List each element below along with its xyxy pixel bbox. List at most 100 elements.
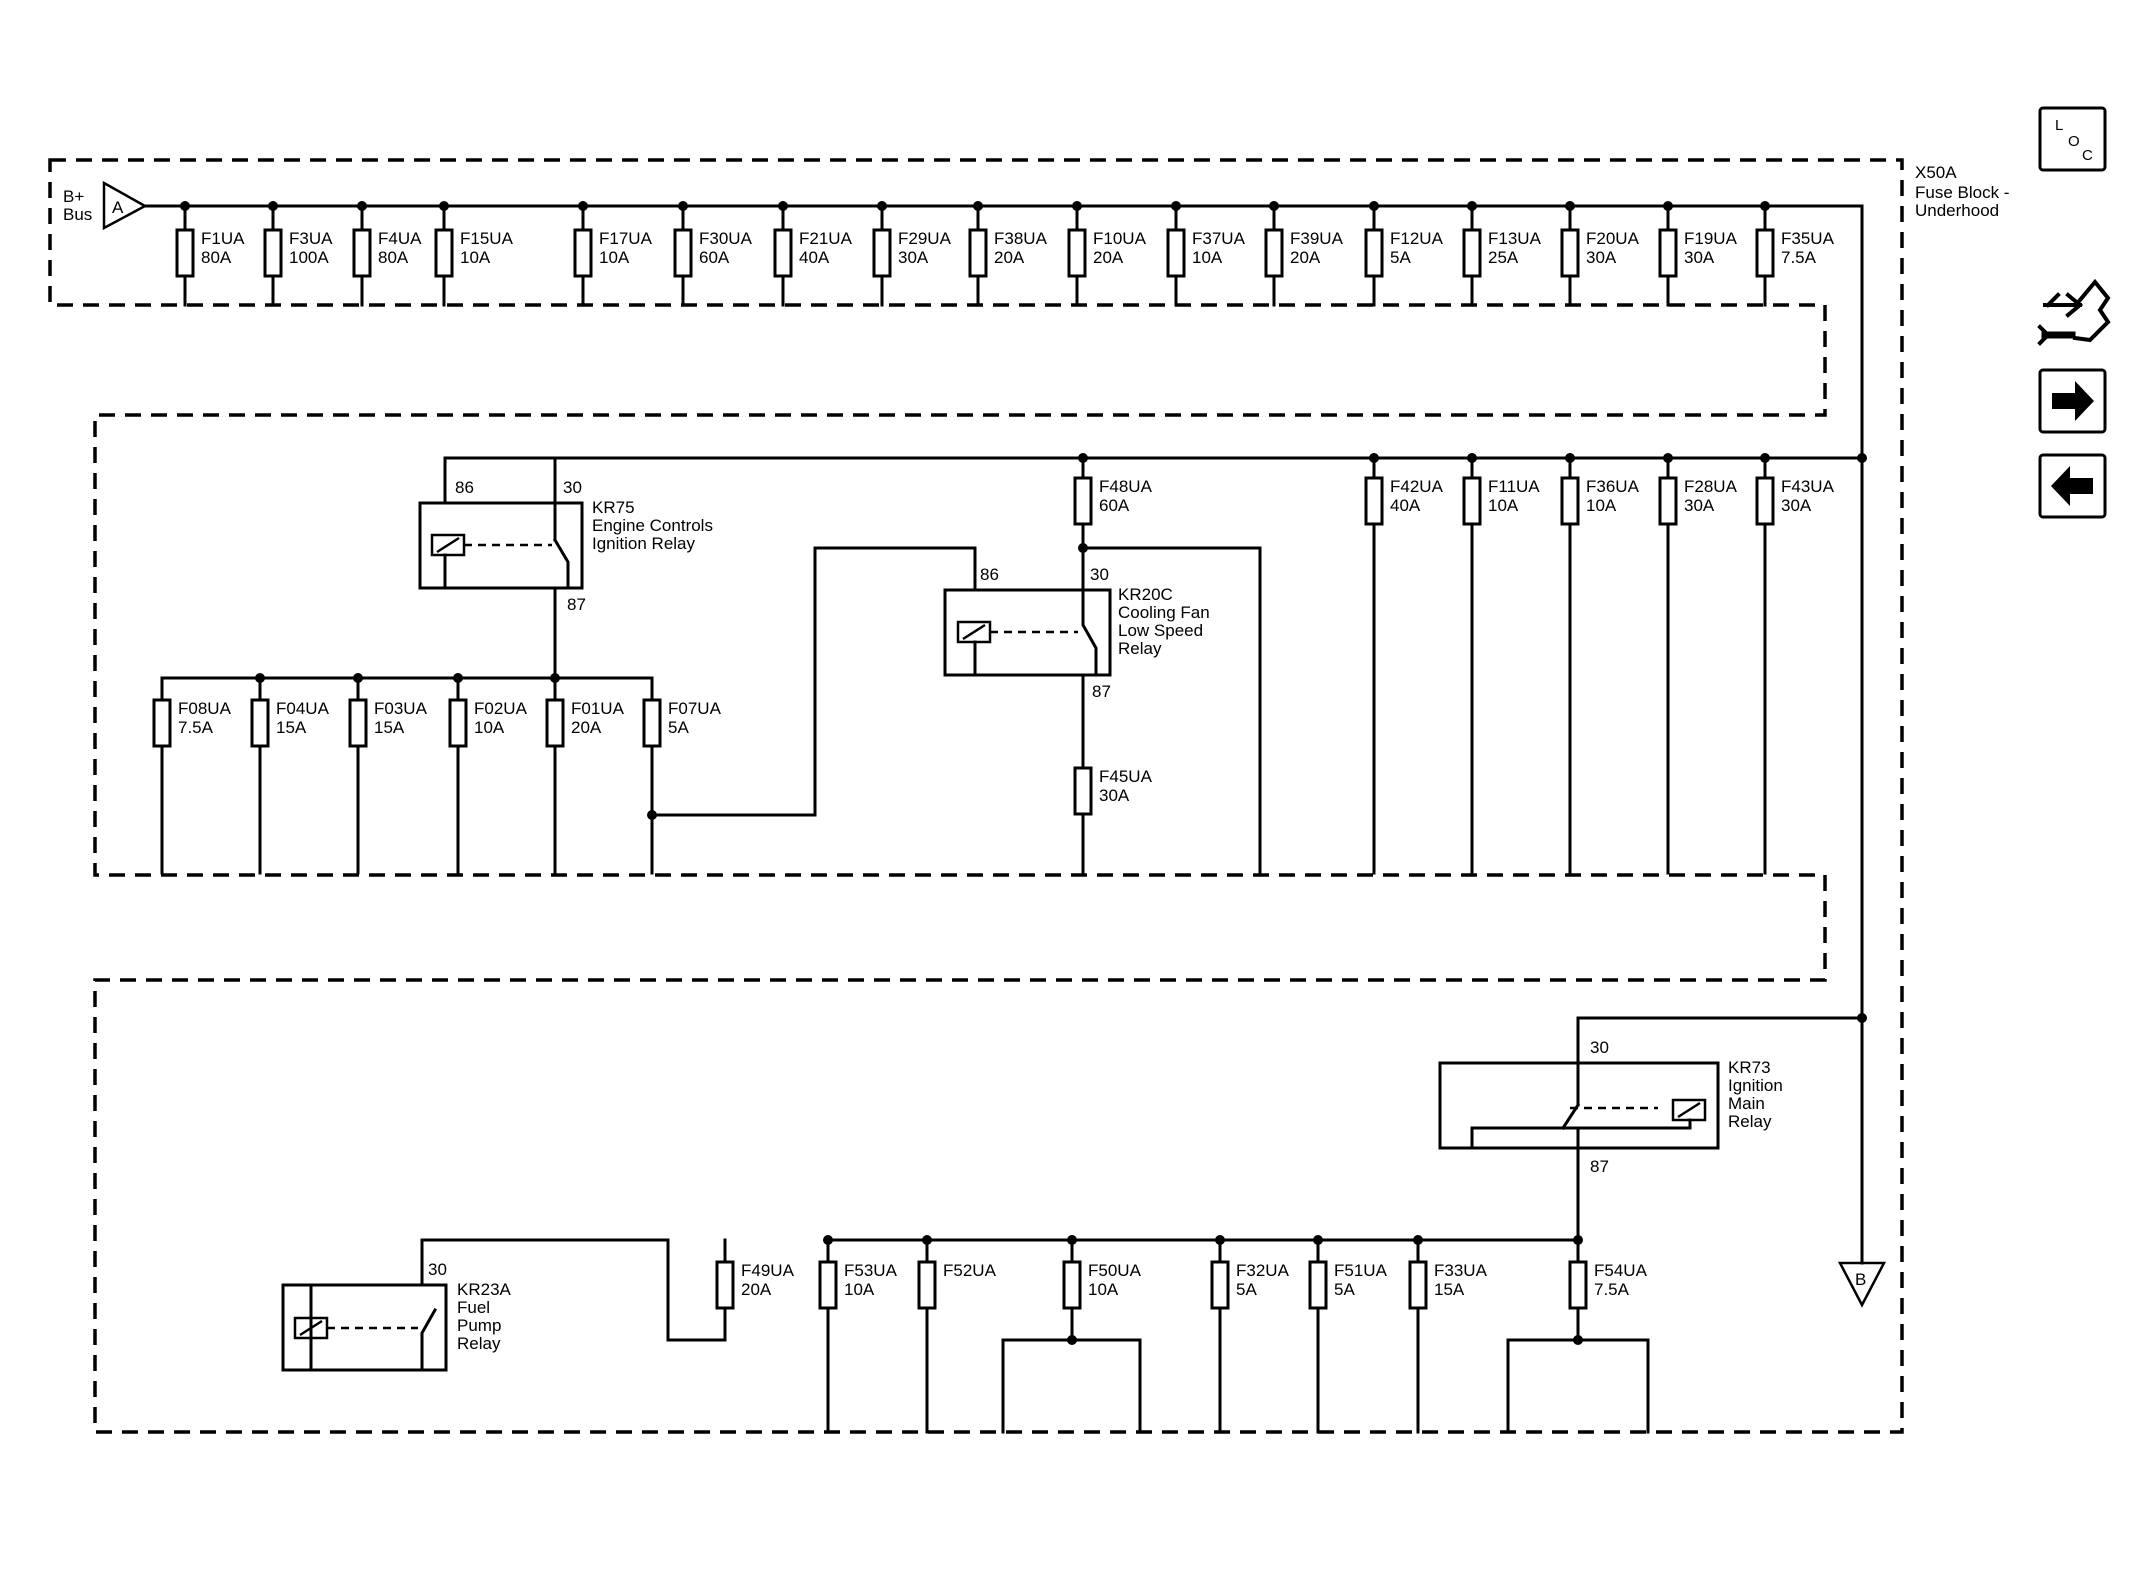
block-title-line2: Underhood [1915,201,1999,220]
fuse-name: F52UA [943,1261,997,1280]
svg-text:87: 87 [1590,1157,1609,1176]
svg-text:Engine Controls: Engine Controls [592,516,713,535]
fuse-name: F48UA [1099,477,1153,496]
fuse-rating: 100A [289,248,329,267]
fuse-rating: 5A [1390,248,1411,267]
svg-text:Cooling Fan: Cooling Fan [1118,603,1210,622]
f54ua-split-wire [1506,1338,1650,1434]
fuse-name: F33UA [1434,1261,1488,1280]
fuse-name: F42UA [1390,477,1444,496]
fuse-name: F12UA [1390,229,1444,248]
middle-row-fuses: F08UA7.5AF04UA15AF03UA15AF02UA10AF01UA20… [152,673,722,875]
svg-text:KR20C: KR20C [1118,585,1173,604]
relay-kr20c: 86 30 87 KR20C Cooling Fan Low Speed Rel… [943,546,1262,875]
fuse-rating: 5A [668,718,689,737]
loc-letter-l: L [2055,117,2063,134]
fuse-rating: 10A [474,718,505,737]
fuse-block-outline [48,158,1904,1434]
svg-text:Fuel: Fuel [457,1298,490,1317]
fuse-name: F02UA [474,699,528,718]
fuse-name: F54UA [1594,1261,1648,1280]
fuse-name: F15UA [460,229,514,248]
fuse-name: F45UA [1099,767,1153,786]
svg-text:Main: Main [1728,1094,1765,1113]
f50ua-split-wire [1001,1338,1142,1434]
fuse-name: F43UA [1781,477,1835,496]
fuse-name: F1UA [201,229,245,248]
kr20c-coil-feed [650,546,977,817]
bus-label-line2: Bus [63,205,92,224]
fuse-name: F30UA [699,229,753,248]
fuse-name: F3UA [289,229,333,248]
svg-text:KR23A: KR23A [457,1280,512,1299]
relay-kr73: 30 87 KR73 Ignition Main Relay [1438,1038,1783,1176]
fuse-rating: 60A [1099,496,1130,515]
svg-text:30: 30 [428,1260,447,1279]
fuse-rating: 20A [994,248,1025,267]
fuse-rating: 15A [276,718,307,737]
fuse-name: F32UA [1236,1261,1290,1280]
top-row-fuses: F1UA80AF3UA100AF4UA80AF15UA10AF17UA10AF3… [175,201,1835,307]
svg-text:Ignition: Ignition [1728,1076,1783,1095]
connector-tool-icon[interactable] [2037,278,2111,346]
svg-text:Relay: Relay [457,1334,501,1353]
fuse-name: F19UA [1684,229,1738,248]
svg-text:86: 86 [455,478,474,497]
svg-text:B: B [1855,1270,1866,1289]
fuse-name: F07UA [668,699,722,718]
block-id: X50A [1915,163,1957,182]
svg-text:A: A [112,198,124,217]
fuse-name: F50UA [1088,1261,1142,1280]
loc-button[interactable]: L O C [2038,106,2107,172]
fuse-rating: 80A [201,248,232,267]
svg-text:30: 30 [1590,1038,1609,1057]
svg-text:KR75: KR75 [592,498,635,517]
arrow-right-icon[interactable] [2038,368,2107,434]
fuse-name: F13UA [1488,229,1542,248]
fuse-name: F4UA [378,229,422,248]
fuse-rating: 7.5A [1781,248,1817,267]
svg-text:Low Speed: Low Speed [1118,621,1203,640]
fuse-rating: 5A [1334,1280,1355,1299]
svg-text:Relay: Relay [1728,1112,1772,1131]
fuse-rating: 10A [844,1280,875,1299]
fuse-name: F29UA [898,229,952,248]
svg-text:Ignition Relay: Ignition Relay [592,534,696,553]
fuse-rating: 30A [1684,496,1715,515]
fuse-name: F01UA [571,699,625,718]
fuse-name: F28UA [1684,477,1738,496]
fuse-rating: 30A [1099,786,1130,805]
svg-text:KR73: KR73 [1728,1058,1771,1077]
fuse-rating: 10A [1192,248,1223,267]
fuse-rating: 15A [1434,1280,1465,1299]
svg-text:Pump: Pump [457,1316,501,1335]
fuse-rating: 20A [1093,248,1124,267]
fuse-name: F17UA [599,229,653,248]
loc-letter-c: C [2082,147,2093,164]
fuse-name: F38UA [994,229,1048,248]
arrow-left-icon[interactable] [2038,453,2107,519]
